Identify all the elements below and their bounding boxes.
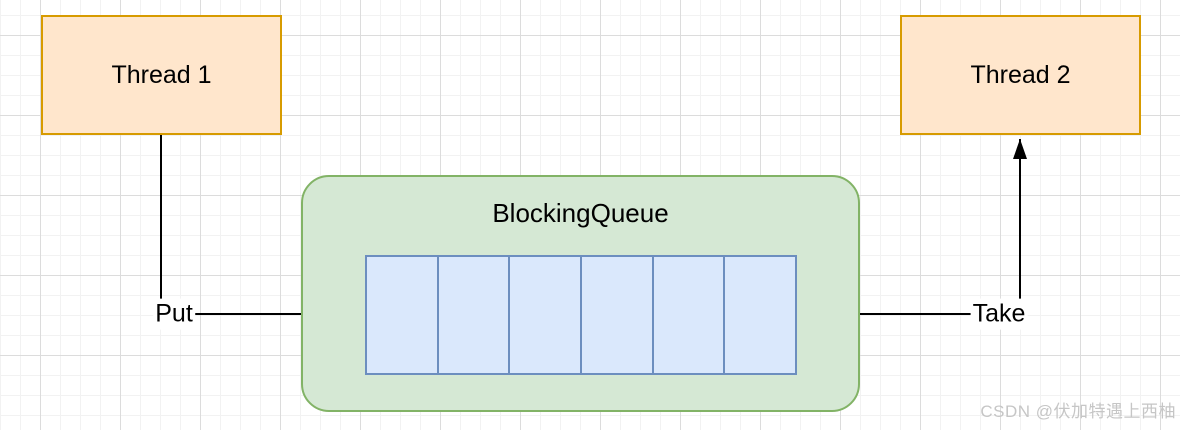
queue-slot xyxy=(654,257,726,373)
queue-slot xyxy=(439,257,511,373)
watermark: CSDN @伏加特遇上西柚 xyxy=(980,402,1176,421)
put-label: Put xyxy=(153,298,195,330)
queue-slot xyxy=(582,257,654,373)
queue-slot xyxy=(367,257,439,373)
queue-slot xyxy=(725,257,795,373)
take-label: Take xyxy=(970,298,1028,330)
thread2-node: Thread 2 xyxy=(900,15,1141,135)
blocking-queue-title: BlockingQueue xyxy=(492,198,669,228)
queue-slot xyxy=(510,257,583,373)
queue-slots xyxy=(365,255,797,375)
thread2-label: Thread 2 xyxy=(970,61,1071,89)
thread1-label: Thread 1 xyxy=(111,61,212,89)
thread1-node: Thread 1 xyxy=(41,15,282,135)
